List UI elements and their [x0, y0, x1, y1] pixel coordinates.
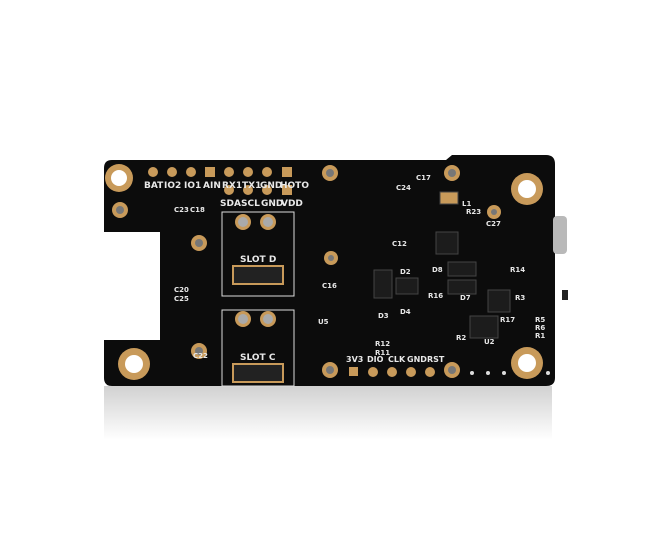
silkscreen-label: GND	[260, 181, 282, 191]
silkscreen-label: HOTO	[280, 181, 309, 191]
silkscreen-label: C25	[174, 295, 189, 303]
chips	[373, 191, 511, 339]
silkscreen-label: CLK	[388, 355, 406, 364]
component-labels: C23 C18 C20 C25 C22 U5 R12 R11 D3 D4 D2 …	[174, 174, 545, 360]
silkscreen-label: R17	[500, 316, 515, 324]
slot-d: SLOT D	[221, 211, 295, 297]
silkscreen-label: D3	[378, 312, 389, 320]
bottom-dots	[470, 371, 550, 375]
silkscreen-label: DIO	[367, 355, 384, 364]
silkscreen-label: D8	[432, 266, 443, 274]
silkscreen-label: IO2	[164, 181, 181, 191]
silkscreen-label: TX1	[242, 181, 261, 191]
silkscreen-label: L1	[462, 200, 471, 208]
silkscreen-label: SDA	[220, 199, 241, 209]
silkscreen-label: C16	[322, 282, 337, 290]
silkscreen-label: D7	[460, 294, 471, 302]
silkscreen-label: SLOT D	[240, 255, 276, 265]
header-pads	[148, 167, 435, 377]
silkscreen-label: C22	[193, 352, 208, 360]
silkscreen-label: R2	[456, 334, 466, 342]
silkscreen-label: RST	[427, 355, 445, 364]
silkscreen-label: BAT	[144, 181, 164, 191]
silkscreen-label: C17	[416, 174, 431, 182]
silkscreen-label: C24	[396, 184, 411, 192]
usb-c-connector	[553, 216, 567, 254]
silkscreen-label: U5	[318, 318, 329, 326]
silkscreen-label: C18	[190, 206, 205, 214]
silkscreen-label: AIN	[203, 181, 221, 191]
silkscreen-label: C20	[174, 286, 189, 294]
debug-header-labels: 3V3 DIO CLK GND RST	[346, 355, 445, 364]
silkscreen-label: U2	[484, 338, 495, 346]
silkscreen-label: RX1	[222, 181, 242, 191]
top-header-labels: BAT IO2 IO1 AIN RX1 TX1 GND HOTO	[144, 181, 309, 191]
silkscreen-label: R5	[535, 316, 545, 324]
silkscreen-label: 3V3	[346, 355, 363, 364]
silkscreen-label: VDD	[281, 199, 303, 209]
mounting-holes	[105, 164, 543, 380]
silkscreen-label: R12	[375, 340, 390, 348]
silkscreen-label: D2	[400, 268, 411, 276]
board-reflection	[104, 386, 552, 440]
silkscreen-label: D4	[400, 308, 411, 316]
silkscreen-label: R16	[428, 292, 443, 300]
silkscreen-label: SCL	[241, 199, 260, 209]
silkscreen-label: R1	[535, 332, 545, 340]
silkscreen-label: R14	[510, 266, 525, 274]
silkscreen-label: C23	[174, 206, 189, 214]
silkscreen-label: R11	[375, 349, 390, 357]
silkscreen-label: R23	[466, 208, 481, 216]
pcb-board	[104, 155, 555, 386]
i2c-labels: SDA SCL GND VDD	[220, 199, 303, 209]
silkscreen-label: C27	[486, 220, 501, 228]
silkscreen-label: SLOT C	[240, 353, 276, 363]
button	[562, 290, 568, 300]
silkscreen-label: GND	[261, 199, 283, 209]
silkscreen-label: C12	[392, 240, 407, 248]
silkscreen-label: IO1	[184, 181, 201, 191]
silkscreen-label: GND	[407, 355, 427, 364]
silkscreen-label: R3	[515, 294, 525, 302]
silkscreen-label: R6	[535, 324, 545, 332]
slot-c: SLOT C	[221, 309, 295, 387]
